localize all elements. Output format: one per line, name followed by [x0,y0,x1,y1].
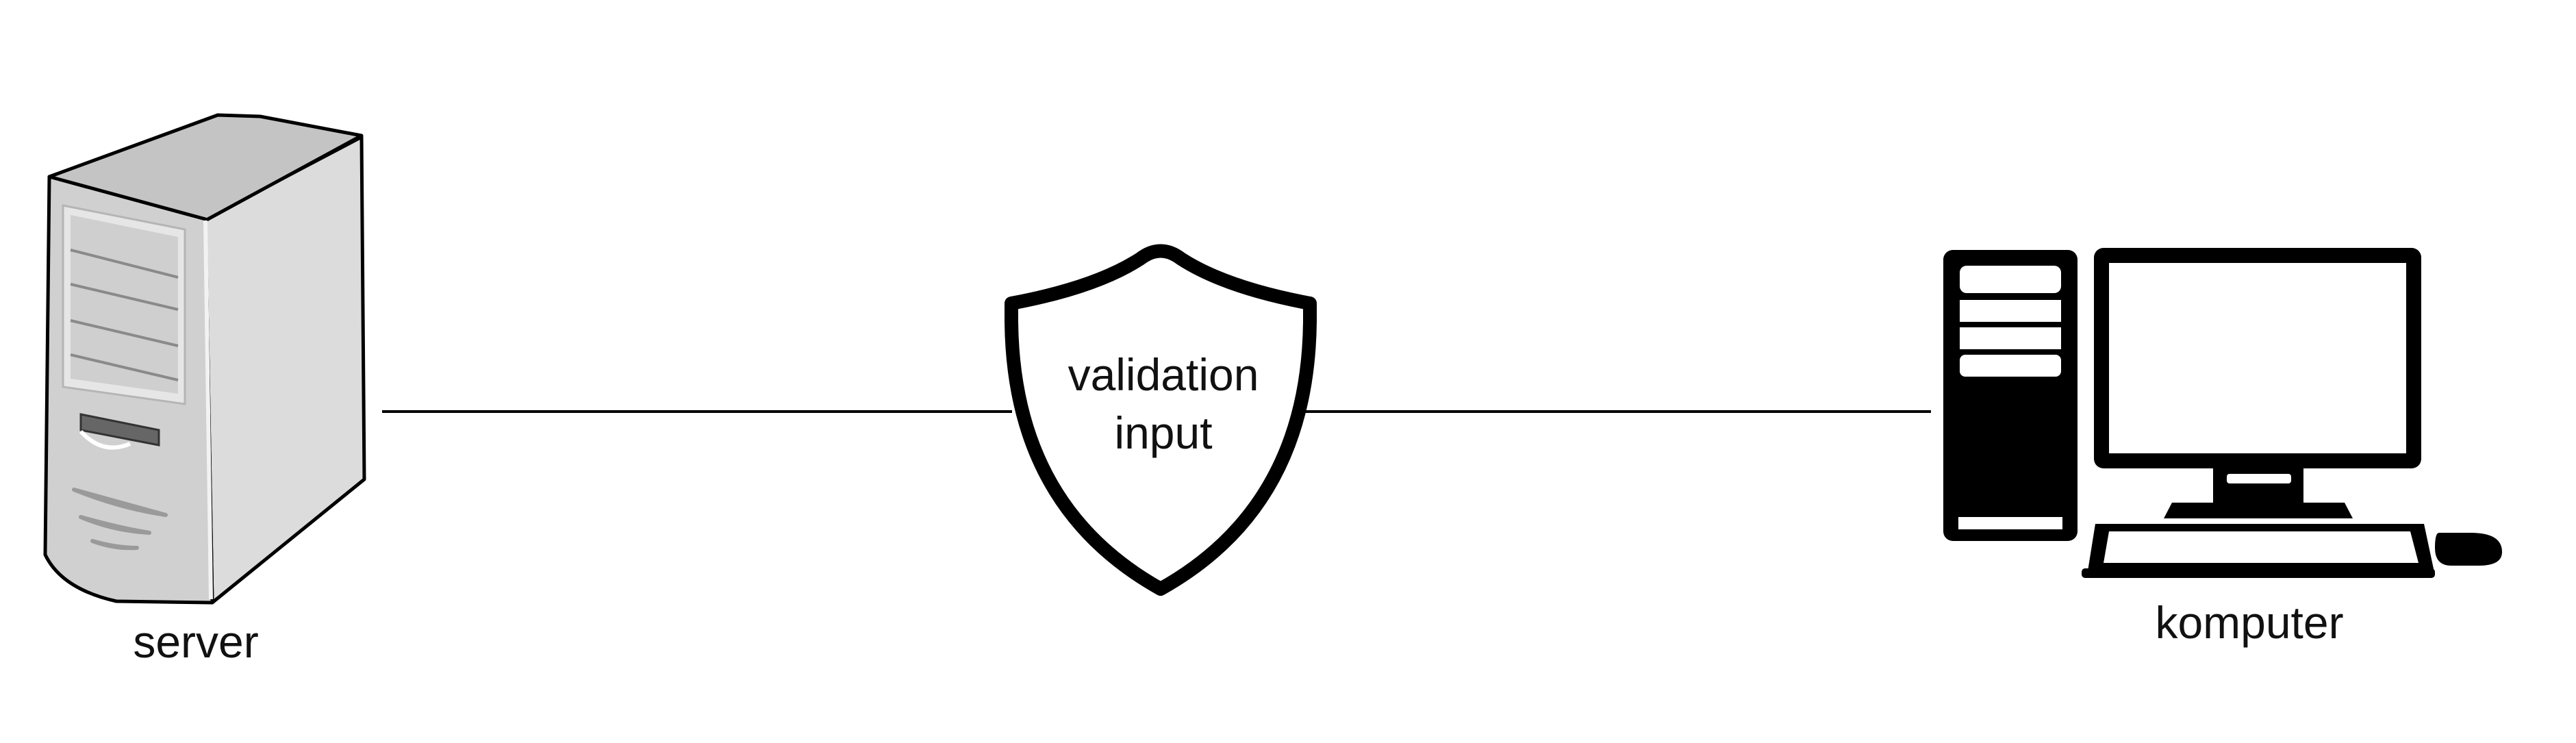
server-tower-icon [43,113,366,605]
desktop-computer-icon [1943,248,2502,578]
server-label: server [133,616,258,667]
shield-icon [1005,244,1317,596]
computer-label: komputer [2155,597,2343,648]
validation-label-line2: input [1114,407,1212,458]
validation-label-line1: validation [1068,349,1259,400]
